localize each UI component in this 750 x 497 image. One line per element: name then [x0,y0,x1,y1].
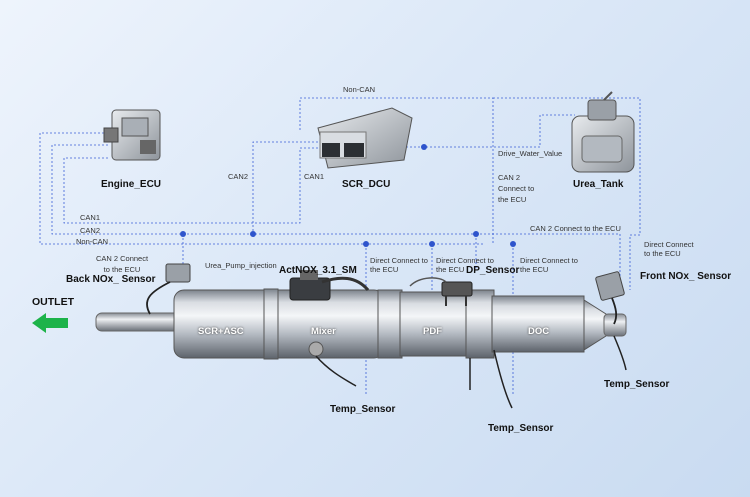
exhaust-assembly [95,263,627,409]
can2-tank-label-2: Connect to [498,184,535,193]
dp-sensor-label: DP_Sensor [466,265,520,276]
non-can-top-label: Non-CAN [343,85,376,94]
urea-tank-icon [571,91,635,173]
can2-front-label: CAN 2 Connect to the ECU [530,224,621,233]
bus-can2-label: CAN2 [80,226,101,235]
section-doc: DOC [528,326,550,337]
direct-connect-4b: to the ECU [644,249,681,258]
direct-connect-4a: Direct Connect [644,240,694,249]
temp-sensor-label-3: Temp_Sensor [604,379,670,390]
back-nox-conn-label-2: to the ECU [103,265,141,274]
section-mixer: Mixer [311,326,336,337]
wiring [39,97,641,395]
can2-tank-label-3: the ECU [498,195,527,204]
direct-connect-2a: Direct Connect to [436,256,494,265]
bus-can1-label: CAN1 [80,213,101,222]
outlet-label: OUTLET [32,296,74,308]
actnox-label: ActNOX_3.1_SM [279,265,357,276]
temp-sensor-label-2: Temp_Sensor [488,423,554,434]
direct-connect-1b: the ECU [370,265,399,274]
urea-pump-label: Urea_Pump_injection [205,261,277,270]
direct-connect-3b: the ECU [520,265,549,274]
back-nox-conn-label-1: CAN 2 Connect [95,254,149,263]
scr-dcu-icon [317,107,413,169]
engine-ecu-label: Engine_ECU [101,179,162,190]
direct-connect-2b: the ECU [436,265,465,274]
temp-sensor-label-1: Temp_Sensor [330,404,396,415]
back-nox-sensor-label: Back NOx_ Sensor [66,274,156,285]
front-nox-sensor-label: Front NOx_ Sensor [640,271,732,282]
junctions [180,144,516,247]
bus-non-can-label: Non-CAN [76,237,109,246]
can2-tank-label-1: CAN 2 [498,173,521,182]
direct-connect-3a: Direct Connect to [520,256,578,265]
section-pdf: PDF [423,326,442,337]
engine-ecu-icon [103,109,161,161]
drive-water-label: Drive_Water_Value [498,149,563,158]
urea-tank-label: Urea_Tank [573,179,624,190]
direct-connect-1a: Direct Connect to [370,256,428,265]
can1-dcu-label: CAN1 [304,172,325,181]
can2-dcu-label: CAN2 [228,172,249,181]
outlet-arrow-icon [32,313,68,333]
section-scr-asc: SCR+ASC [198,326,244,337]
scr-dcu-label: SCR_DCU [342,179,391,190]
